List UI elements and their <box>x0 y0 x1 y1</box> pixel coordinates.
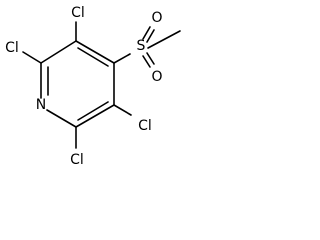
bond-c4-s <box>113 53 131 64</box>
chemical-structure: Cl Cl N Cl Cl S O O <box>5 5 181 168</box>
molecule-canvas: Cl Cl N Cl Cl S O O <box>0 0 192 178</box>
bond-ring-c5-c6-inner <box>77 101 109 121</box>
atom-n-ring: N <box>36 97 46 113</box>
atom-o-lower: O <box>151 69 162 85</box>
atom-cl-left-lower: Cl <box>70 152 84 168</box>
bond-s-o-upper <box>142 26 151 40</box>
bond-ring-c5-c6 <box>75 104 115 128</box>
bond-s-o-upper-double <box>146 29 155 43</box>
bond-c2-cl <box>22 51 42 64</box>
bond-s-methyl <box>147 30 181 49</box>
bond-s-o-lower <box>142 55 151 68</box>
atom-cl-left-upper: Cl <box>5 40 19 56</box>
bond-ring-c2-c3 <box>40 40 77 64</box>
bond-s-o-lower-double <box>146 52 155 65</box>
bond-ring-c3-c4 <box>75 40 115 64</box>
bond-c5-cl <box>113 104 132 116</box>
atom-s-sulfonyl: S <box>137 38 146 54</box>
atom-cl-right-lower: Cl <box>138 118 152 134</box>
atom-cl-top: Cl <box>71 5 85 21</box>
atom-o-upper: O <box>151 10 162 26</box>
bond-ring-c3-c4-inner <box>77 47 109 67</box>
bond-ring-c6-n <box>46 109 77 128</box>
